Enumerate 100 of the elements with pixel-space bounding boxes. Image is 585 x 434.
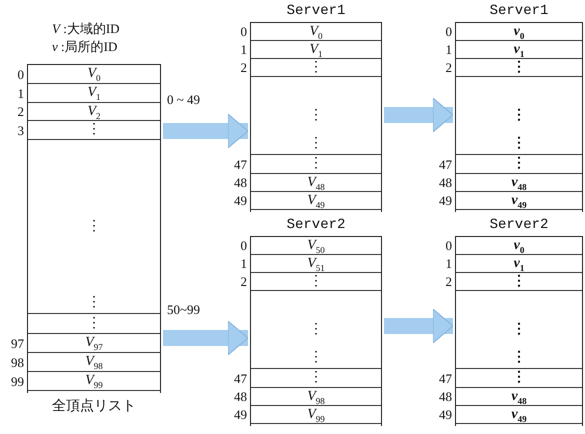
row-index: 47 xyxy=(233,370,247,386)
cell-text: V$_{97}$ xyxy=(84,335,104,354)
list-row xyxy=(251,23,381,41)
cell-text: V$_{0}$ xyxy=(86,66,102,85)
cell-text: ⋮ xyxy=(86,295,102,311)
list-row xyxy=(251,255,381,273)
list-row xyxy=(251,192,381,210)
list-row xyxy=(28,372,160,391)
cell-text: ⋮ xyxy=(511,136,527,152)
block-arrow xyxy=(163,320,248,356)
cell-text: ⋮ xyxy=(86,218,102,234)
list-row xyxy=(28,353,160,372)
row-index: 48 xyxy=(438,175,452,191)
row-index: 0 xyxy=(444,24,452,40)
cell-text: ⋮ xyxy=(308,370,324,386)
cell-text: V$_{50}$ xyxy=(306,238,326,256)
cell-text: ⋮ xyxy=(86,316,102,332)
row-index: 1 xyxy=(444,42,452,58)
cell-text: ⋮ xyxy=(308,322,324,338)
cell-text: ⋮ xyxy=(308,274,324,290)
list-row xyxy=(251,273,381,291)
table-heading: Server1 xyxy=(488,3,550,19)
row-index: 0 xyxy=(444,238,452,254)
cell-text: v$_{48}$ xyxy=(510,388,528,408)
row-index: 47 xyxy=(233,156,247,172)
list-row xyxy=(456,369,582,388)
row-index: 99 xyxy=(10,374,24,390)
cell-text: ⋮ xyxy=(308,156,324,172)
cell-text: v$_{1}$ xyxy=(512,256,526,274)
list-row xyxy=(251,369,381,388)
list-row xyxy=(456,155,582,174)
row-index: 2 xyxy=(16,104,24,120)
cell-text: ⋮ xyxy=(308,350,324,366)
row-index: 49 xyxy=(233,407,247,423)
cell-text: V$_{48}$ xyxy=(306,174,326,194)
cell-text: ⋮ xyxy=(511,322,527,338)
row-index: 1 xyxy=(240,256,247,272)
cell-text: ⋮ xyxy=(86,122,102,138)
cell-text: V$_{98}$ xyxy=(306,388,326,408)
cell-text: v$_{48}$ xyxy=(510,174,528,194)
table-heading: Server2 xyxy=(488,217,550,233)
cell-text: V$_{99}$ xyxy=(84,373,104,392)
list-row xyxy=(251,388,381,406)
cell-text: ⋮ xyxy=(511,156,527,172)
block-arrow xyxy=(384,308,454,344)
row-index: 1 xyxy=(16,86,24,102)
cell-text: V$_{2}$ xyxy=(86,104,102,122)
table-heading: 全頂点リスト xyxy=(51,398,137,415)
list-row xyxy=(251,237,381,255)
row-index: 48 xyxy=(233,175,247,191)
list-row xyxy=(251,41,381,59)
block-arrow xyxy=(163,114,248,148)
cell-text: V$_{51}$ xyxy=(306,256,326,274)
list-row xyxy=(28,103,160,121)
list-row xyxy=(28,121,160,140)
row-index: 48 xyxy=(233,389,247,405)
list-row xyxy=(251,155,381,174)
cell-text: ⋮ xyxy=(308,136,324,152)
cell-text: ⋮ xyxy=(511,350,527,366)
row-index: 2 xyxy=(444,274,452,290)
row-index: 2 xyxy=(240,274,247,290)
row-index: 48 xyxy=(438,389,452,405)
row-index: 2 xyxy=(240,60,247,76)
cell-text: v$_{1}$ xyxy=(512,42,526,60)
list-row xyxy=(28,84,160,103)
cell-text: V$_{1}$ xyxy=(86,85,102,104)
list-row xyxy=(251,406,381,424)
list-row xyxy=(456,59,582,77)
row-index: 97 xyxy=(10,336,24,352)
row-index: 47 xyxy=(438,156,452,172)
legend-note: v :局所的ID xyxy=(52,38,118,56)
cell-text: ⋮ xyxy=(308,60,324,76)
table-heading: Server2 xyxy=(286,217,346,233)
row-index: 0 xyxy=(240,238,247,254)
cell-text: ⋮ xyxy=(511,60,527,76)
cell-text: V$_{1}$ xyxy=(308,42,324,60)
list-row xyxy=(251,59,381,77)
cell-text: v$_{49}$ xyxy=(510,406,528,426)
row-index: 3 xyxy=(16,122,24,138)
legend-note: V :大域的ID xyxy=(52,20,120,38)
cell-text: V$_{0}$ xyxy=(308,24,324,42)
list-row xyxy=(28,334,160,353)
row-index: 1 xyxy=(444,256,452,272)
row-index: 98 xyxy=(10,354,24,370)
row-index: 0 xyxy=(240,24,247,40)
table-heading: Server1 xyxy=(286,3,346,19)
cell-text: V$_{99}$ xyxy=(306,406,326,426)
cell-text: ⋮ xyxy=(511,274,527,290)
cell-text: V$_{98}$ xyxy=(84,354,104,373)
row-index: 0 xyxy=(16,66,24,82)
list-row xyxy=(28,314,160,334)
cell-text: v$_{49}$ xyxy=(510,192,528,212)
row-index: 49 xyxy=(233,193,247,209)
row-index: 47 xyxy=(438,370,452,386)
row-index: 2 xyxy=(444,60,452,76)
cell-text: v$_{0}$ xyxy=(512,238,526,256)
row-index: 49 xyxy=(438,193,452,209)
list-row xyxy=(456,273,582,291)
cell-text: ⋮ xyxy=(308,108,324,124)
cell-text: V$_{49}$ xyxy=(306,192,326,212)
